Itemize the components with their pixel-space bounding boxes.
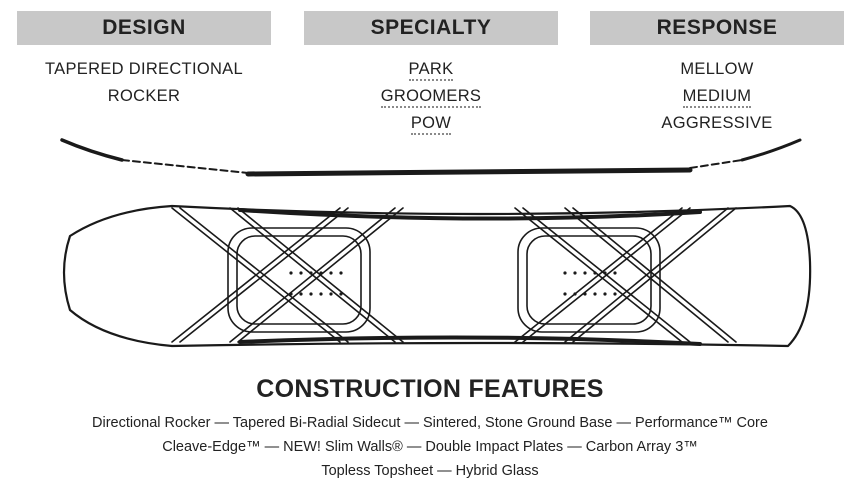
rear-insert-holes (289, 271, 343, 296)
snowboard-illustration (60, 138, 812, 348)
board-top-edge (238, 208, 702, 221)
design-item: ROCKER (107, 87, 181, 105)
construction-features-line: Topless Topsheet — Hybrid Glass (321, 463, 539, 479)
board-outline (62, 204, 812, 348)
construction-features-line: Cleave-Edge™ — NEW! Slim Walls® — Double… (162, 439, 698, 455)
specialty-item: PARK (408, 60, 454, 81)
design-list: TAPERED DIRECTIONAL ROCKER (17, 56, 271, 110)
specialty-item: GROOMERS (380, 87, 482, 108)
board-profile (60, 138, 802, 177)
construction-features-title: CONSTRUCTION FEATURES (256, 375, 604, 403)
specialty-item: POW (410, 114, 452, 135)
design-header: DESIGN (17, 11, 271, 45)
front-insert-holes (563, 271, 617, 296)
construction-features-line: Directional Rocker — Tapered Bi-Radial S… (92, 415, 768, 431)
response-item: MEDIUM (682, 87, 752, 108)
response-header: RESPONSE (590, 11, 844, 45)
design-item: TAPERED DIRECTIONAL (45, 60, 243, 78)
rear-insert-pattern (171, 207, 404, 343)
board-bottom-edge (238, 335, 702, 346)
front-insert-pattern (514, 207, 737, 343)
response-list: MELLOW MEDIUM AGGRESSIVE (590, 56, 844, 137)
response-item: MELLOW (680, 60, 754, 78)
response-item: AGGRESSIVE (661, 114, 773, 132)
specialty-header: SPECIALTY (304, 11, 558, 45)
specialty-list: PARK GROOMERS POW (304, 56, 558, 137)
